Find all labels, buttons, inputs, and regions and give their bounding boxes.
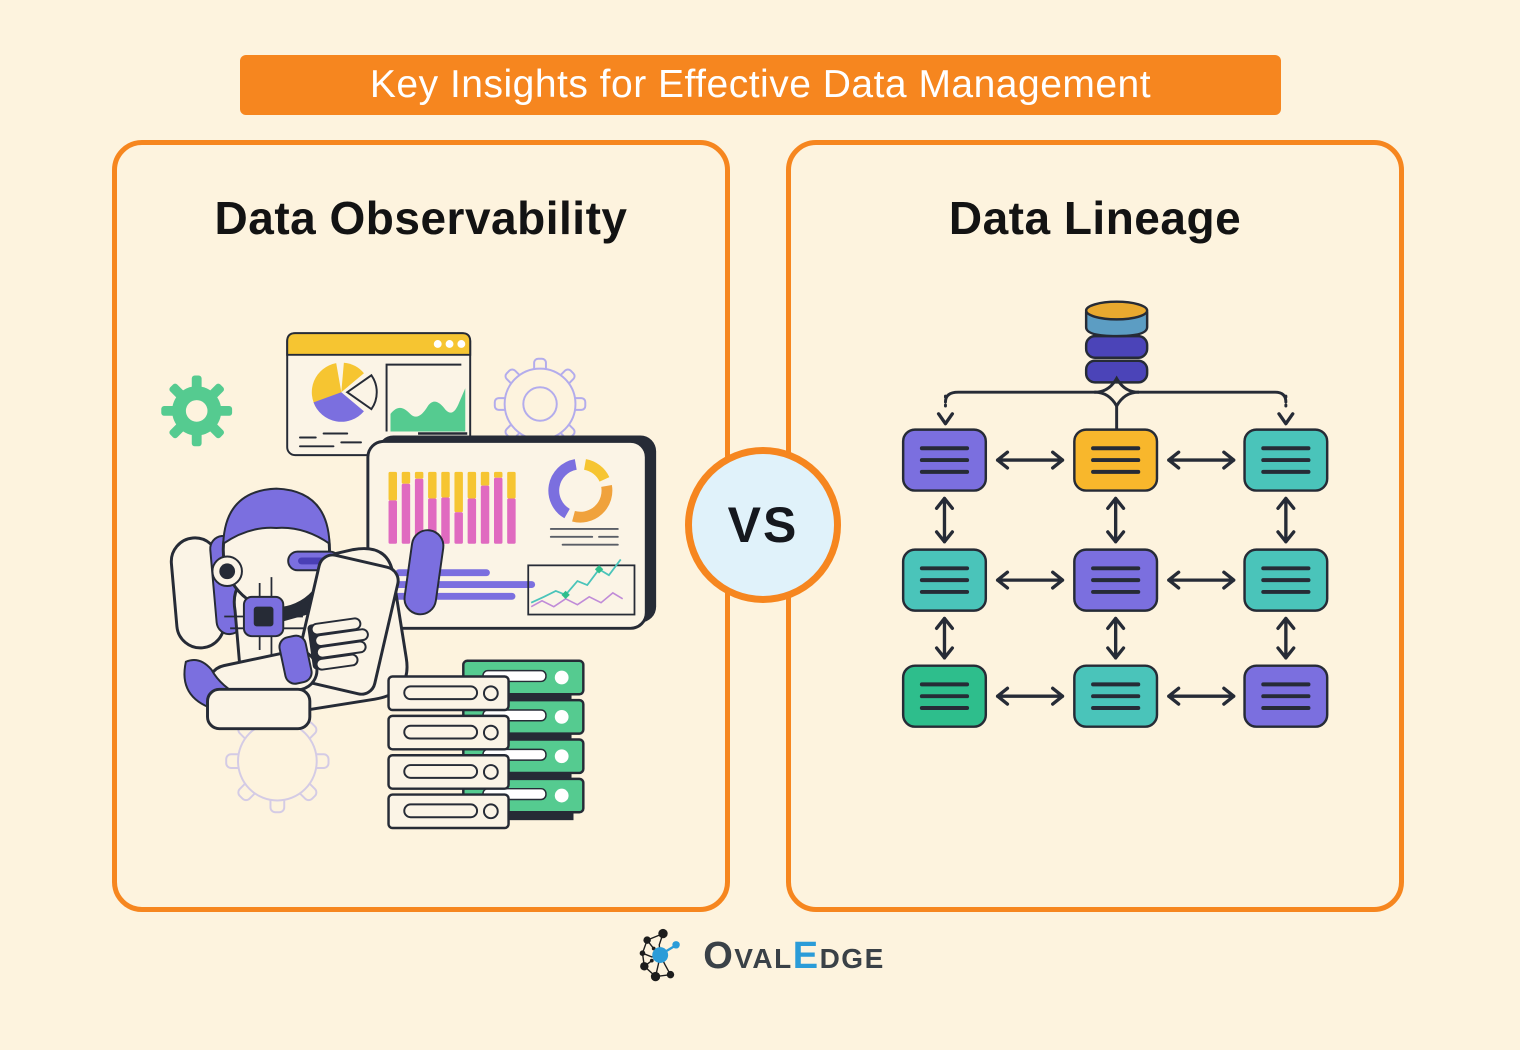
ovaledge-logo: O VAL E DGE [0,926,1520,986]
bidirectional-arrow-icon [1106,496,1126,544]
trend-chart [527,558,636,616]
bidirectional-arrow-icon [1167,570,1236,590]
lineage-node-teal [901,548,988,612]
lineage-node-purple [901,428,988,492]
robot-hand [307,617,369,671]
lineage-node-teal [1243,548,1329,612]
logo-letters: DGE [819,942,885,974]
bidirectional-arrow-icon [1106,616,1126,660]
bidirectional-arrow-icon [995,686,1065,706]
ovaledge-logo-text: O VAL E DGE [703,935,885,978]
bidirectional-arrow-icon [995,570,1065,590]
lineage-node-green [901,664,988,728]
bidirectional-arrow-icon [1167,686,1236,706]
data-observability-illustration [161,332,657,830]
lineage-node-purple [1243,664,1329,728]
panel-data-lineage: Data Lineage [786,140,1404,912]
bidirectional-arrow-icon [1167,450,1236,470]
bidirectional-arrow-icon [995,450,1065,470]
analytics-dashboard [366,435,657,630]
bar-chart [388,471,516,544]
gear-outline-icon [493,357,587,451]
robot [169,487,445,731]
area-chart [385,363,468,435]
lineage-node-yellow [1073,428,1159,492]
vs-badge: VS [685,447,841,603]
bidirectional-arrow-icon [1276,496,1296,544]
browser-chart-window [286,332,472,457]
bidirectional-arrow-icon [1276,616,1296,660]
lineage-node-purple [1073,548,1159,612]
lineage-node-teal [1243,428,1329,492]
right-panel-heading: Data Lineage [948,192,1242,244]
title-banner: Key Insights for Effective Data Manageme… [240,55,1281,115]
gear-outline-icon [225,708,330,814]
data-lineage-diagram [901,300,1329,728]
gear-icon [161,375,233,447]
left-panel-heading: Data Observability [214,192,628,244]
database-icon [1084,300,1149,384]
text-lines [549,527,619,546]
ovaledge-logo-icon [639,928,681,982]
pie-chart [311,362,378,422]
panel-data-observability: Data Observability [112,140,730,912]
lineage-grid [901,428,1329,728]
lineage-arrows [934,450,1296,706]
bidirectional-arrow-icon [934,496,955,544]
lineage-node-teal [1073,664,1159,728]
server-stack [387,659,585,830]
logo-letter: O [703,934,735,977]
donut-chart [548,459,613,523]
logo-accent-letter: E [792,934,820,977]
bidirectional-arrow-icon [934,616,955,660]
logo-letters: VAL [734,942,793,974]
lineage-connectors [936,375,1295,432]
